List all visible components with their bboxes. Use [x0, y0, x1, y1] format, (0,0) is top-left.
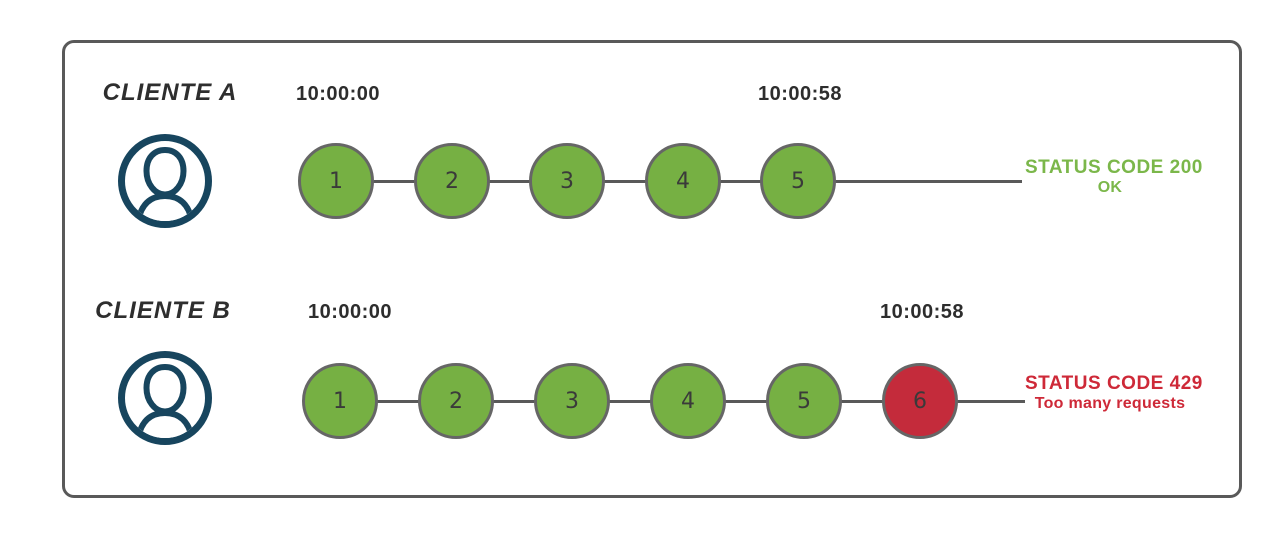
request-circle: 5	[766, 363, 842, 439]
status-code-line: STATUS CODE 200	[1025, 157, 1203, 178]
diagram-panel	[62, 40, 1242, 498]
row-a-start-time: 10:00:00	[295, 83, 381, 105]
request-circle: 5	[760, 143, 836, 219]
client-a-label: CLIENTE A	[102, 79, 238, 106]
row-a-end-time: 10:00:58	[757, 83, 843, 105]
client-b-label: CLIENTE B	[95, 297, 231, 324]
request-circle: 3	[529, 143, 605, 219]
request-circle: 2	[418, 363, 494, 439]
status-code-line: STATUS CODE 429	[1025, 373, 1203, 394]
request-circle: 1	[302, 363, 378, 439]
user-avatar-icon	[118, 134, 212, 228]
request-circle: 4	[650, 363, 726, 439]
status-200-label: STATUS CODE 200 OK	[1025, 157, 1203, 197]
request-circle: 3	[534, 363, 610, 439]
request-circle-blocked: 6	[882, 363, 958, 439]
status-429-label: STATUS CODE 429 Too many requests	[1025, 373, 1203, 413]
row-b-start-time: 10:00:00	[307, 301, 393, 323]
status-message-line: Too many requests	[1034, 394, 1186, 412]
request-circle: 2	[414, 143, 490, 219]
status-message-line: OK	[1097, 178, 1123, 196]
request-circle: 1	[298, 143, 374, 219]
row-b-end-time: 10:00:58	[879, 301, 965, 323]
request-circle: 4	[645, 143, 721, 219]
user-avatar-icon	[118, 351, 212, 445]
